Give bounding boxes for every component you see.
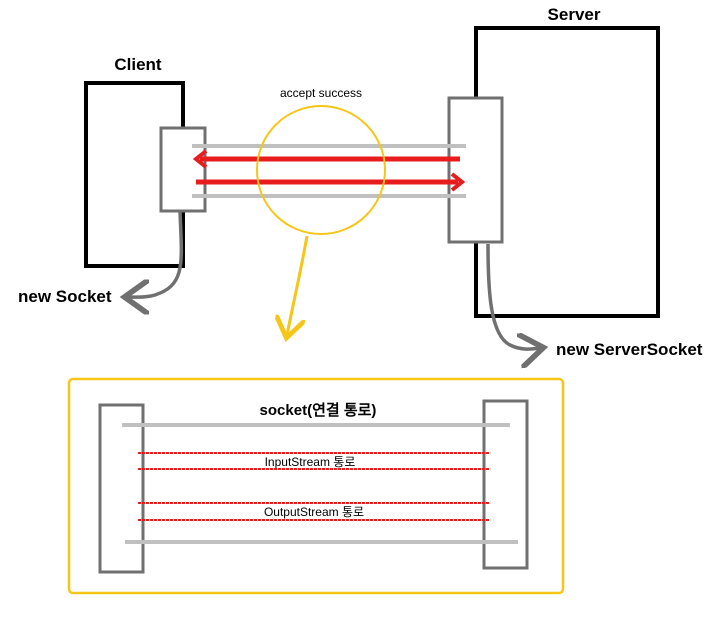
server-socket-port xyxy=(447,96,504,244)
detail-left-port xyxy=(98,403,145,574)
output-stream-label: OutputStream 통로 xyxy=(264,505,364,519)
new-server-socket-label: new ServerSocket xyxy=(556,340,703,359)
socket-label: socket(연결 통로) xyxy=(260,401,377,419)
input-stream-arrowhead xyxy=(192,149,208,169)
accept-highlight: accept success xyxy=(256,86,386,335)
client-label: Client xyxy=(114,55,162,74)
output-stream-arrowhead xyxy=(450,172,466,192)
detail-border xyxy=(67,377,565,595)
client-socket-port xyxy=(159,126,207,213)
new-socket-label: new Socket xyxy=(18,287,112,306)
new-server-socket-arrow xyxy=(486,243,540,349)
server-label: Server xyxy=(548,5,601,24)
accept-label: accept success xyxy=(280,86,362,100)
new-socket-arrow xyxy=(128,211,184,297)
detail-panel: socket(연결 통로) InputStream 통로 OutputStrea… xyxy=(67,377,565,595)
accept-circle xyxy=(256,105,386,235)
server-group: Server new ServerSocket xyxy=(447,5,703,359)
input-stream-label: InputStream 통로 xyxy=(265,455,356,469)
top-channel xyxy=(192,144,466,198)
client-group: Client new Socket xyxy=(18,55,207,306)
zoom-arrow xyxy=(287,235,309,335)
